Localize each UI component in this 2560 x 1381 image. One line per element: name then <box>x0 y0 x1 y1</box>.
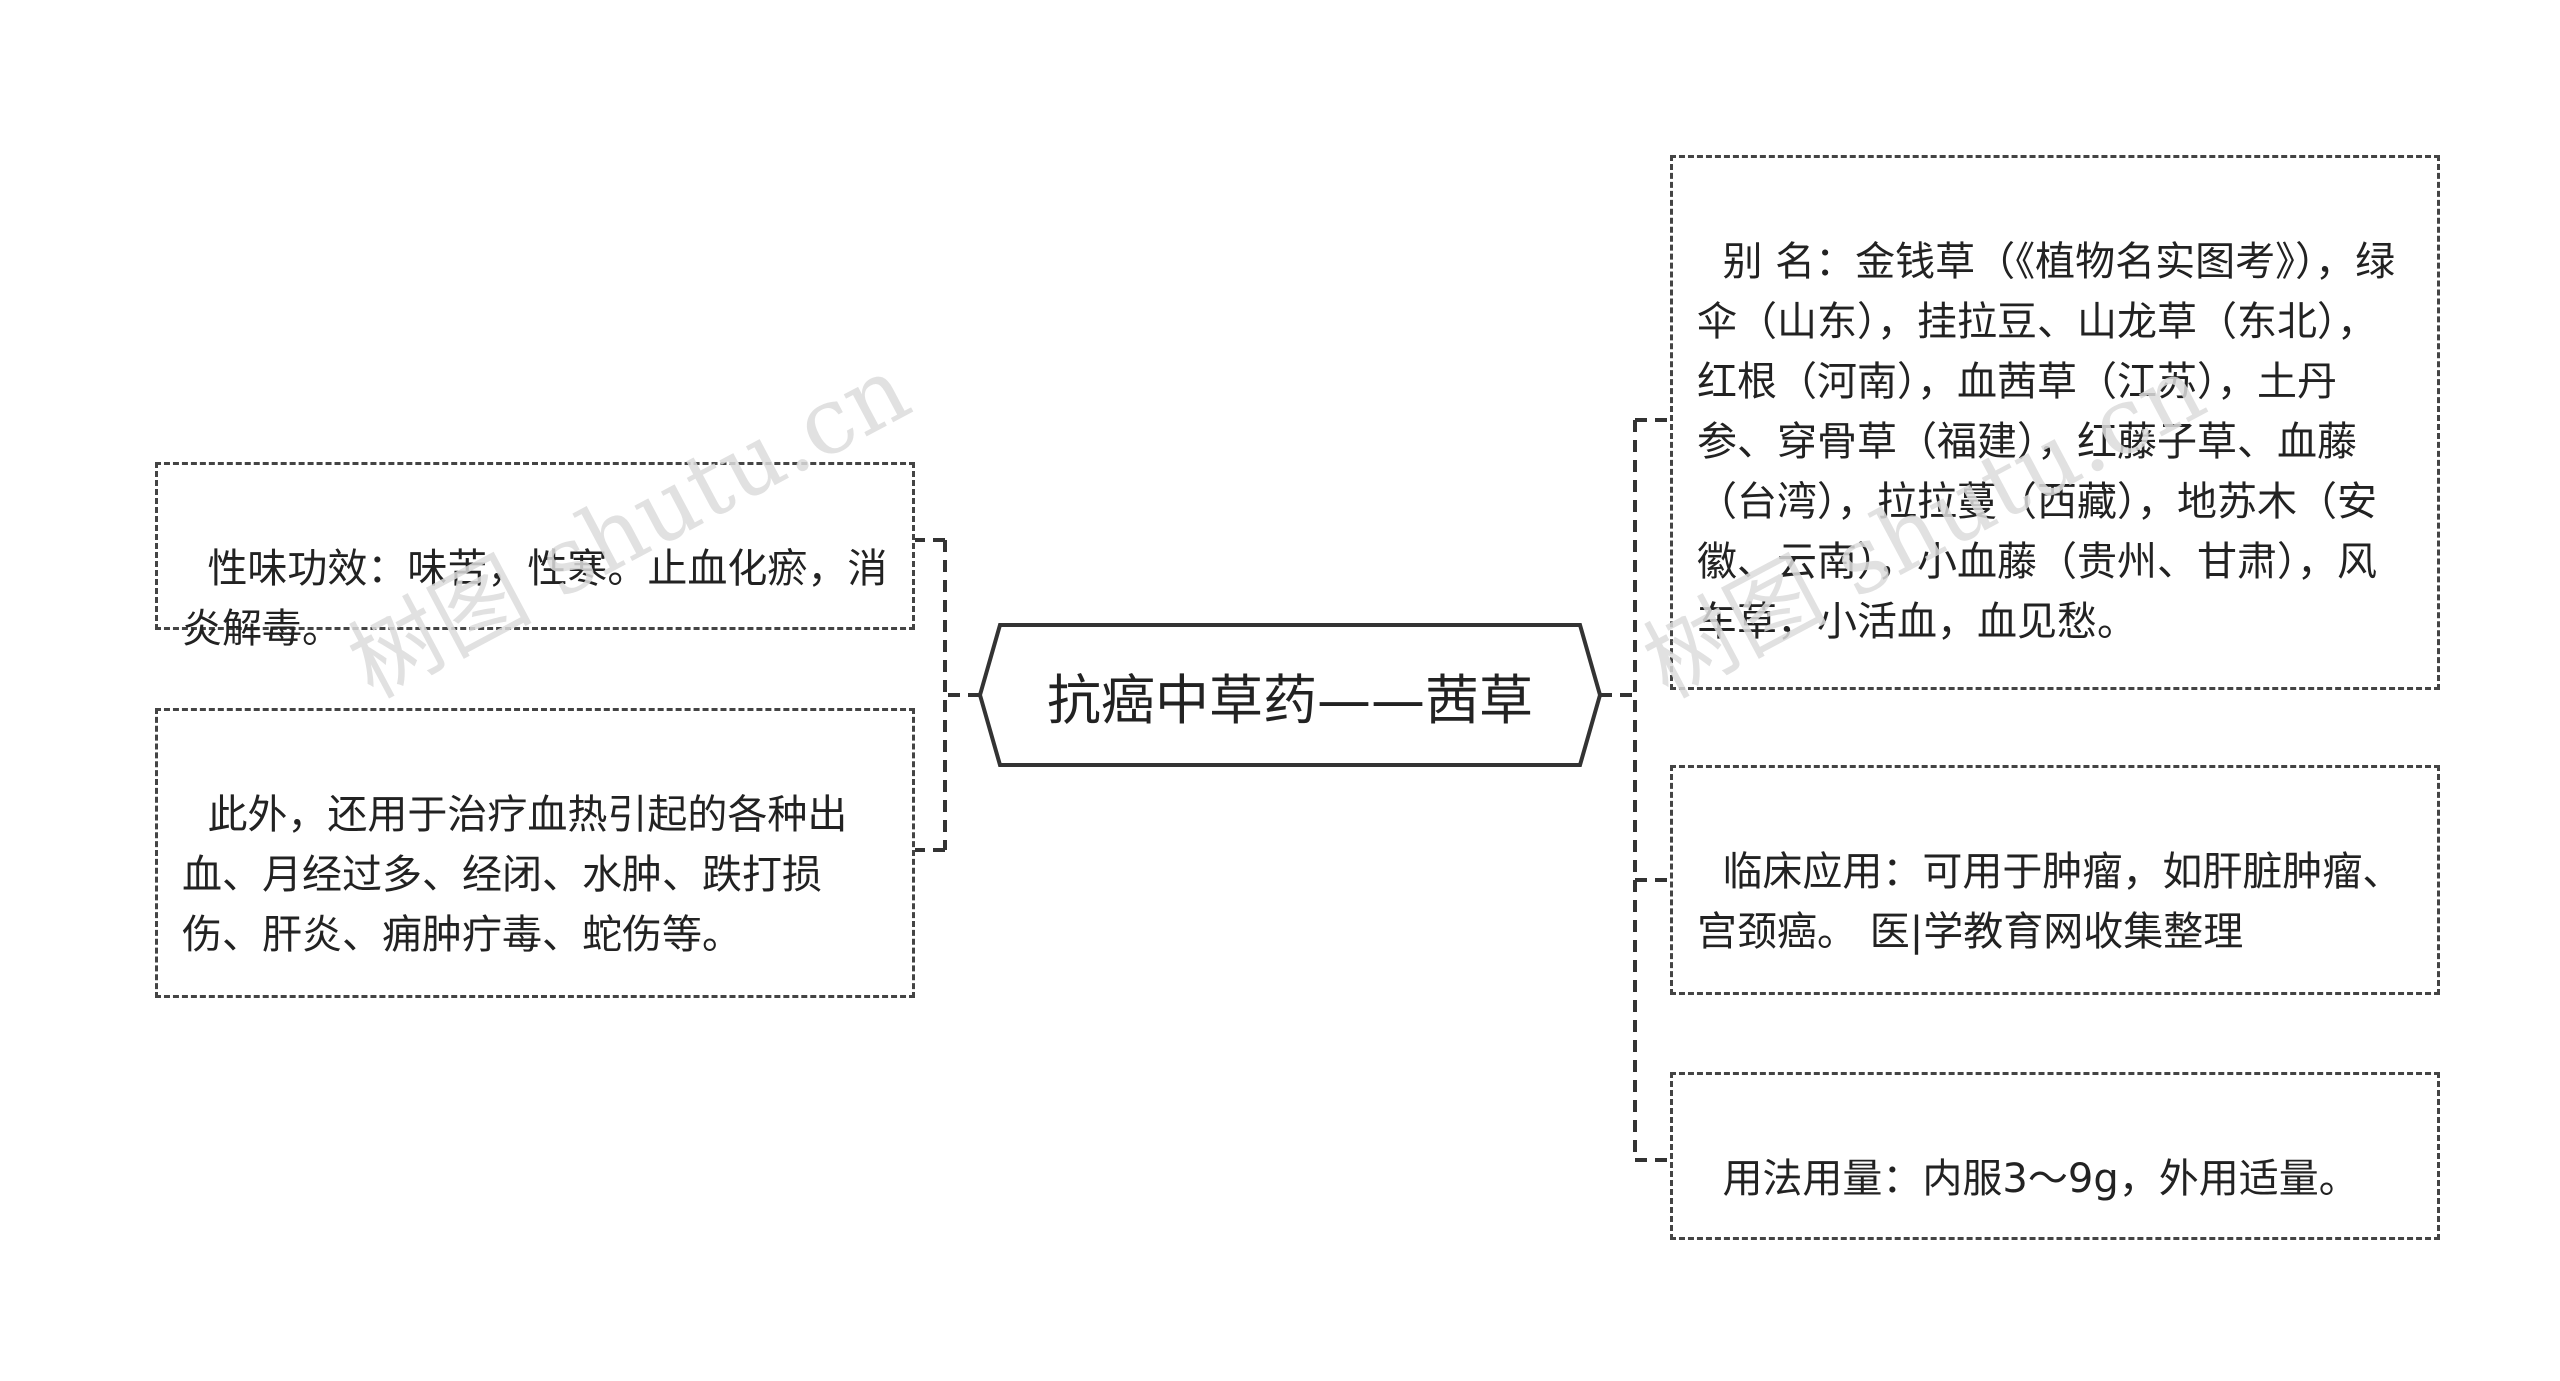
right-node-clinical-text: 临床应用：可用于肿瘤，如肝脏肿瘤、宫颈癌。 医|学教育网收集整理 <box>1697 849 2403 955</box>
left-node-properties-text: 性味功效：味苦，性寒。止血化瘀，消炎解毒。 <box>182 546 888 652</box>
right-node-aliases: 别 名：金钱草（《植物名实图考》），绿伞（山东），挂拉豆、山龙草（东北），红根（… <box>1670 155 2440 690</box>
left-node-other-uses-text: 此外，还用于治疗血热引起的各种出血、月经过多、经闭、水肿、跌打损伤、肝炎、痈肿疔… <box>182 792 848 958</box>
left-node-properties: 性味功效：味苦，性寒。止血化瘀，消炎解毒。 <box>155 462 915 652</box>
right-connectors <box>1600 418 1670 1162</box>
right-node-dosage-text: 用法用量：内服3～9g，外用适量。 <box>1722 1156 2359 1202</box>
center-node-title: 抗癌中草药——茜草 <box>1047 668 1533 732</box>
right-node-dosage: 用法用量：内服3～9g，外用适量。 <box>1670 1072 2440 1240</box>
right-node-aliases-text: 别 名：金钱草（《植物名实图考》），绿伞（山东），挂拉豆、山龙草（东北），红根（… <box>1697 239 2396 645</box>
right-node-clinical: 临床应用：可用于肿瘤，如肝脏肿瘤、宫颈癌。 医|学教育网收集整理 <box>1670 765 2440 995</box>
left-node-other-uses: 此外，还用于治疗血热引起的各种出血、月经过多、经闭、水肿、跌打损伤、肝炎、痈肿疔… <box>155 708 915 998</box>
left-connectors <box>915 538 980 852</box>
